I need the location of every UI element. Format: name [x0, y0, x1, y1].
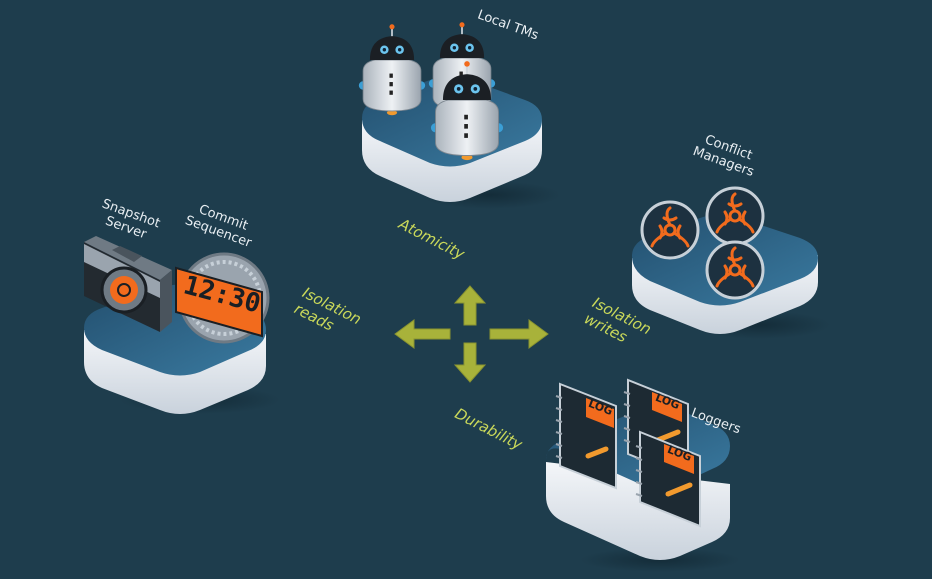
local-tms-platform: [358, 22, 560, 209]
clock-badge-icon: [175, 252, 270, 344]
conflict-managers-platform: [632, 186, 830, 339]
robot-icon: [358, 24, 426, 117]
biohazard-icon: [640, 200, 700, 260]
log-notebook-icon: [635, 430, 701, 528]
snapshot-commit-platform: [84, 236, 280, 414]
log-notebook-icon: [555, 382, 617, 490]
camera-icon: [84, 236, 172, 332]
loggers-platform: [546, 378, 740, 572]
biohazard-icon: [705, 186, 765, 246]
arrow-cross-icon: [394, 285, 549, 383]
biohazard-icon: [705, 240, 765, 300]
